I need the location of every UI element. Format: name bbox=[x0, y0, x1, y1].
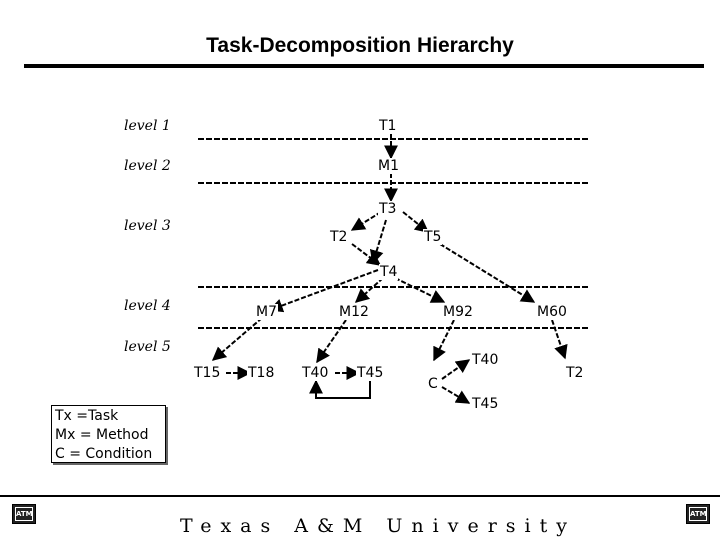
edge-t4-m7 bbox=[268, 269, 379, 313]
edge-m12-t40 bbox=[316, 319, 347, 364]
node-t2-level5: T2 bbox=[565, 365, 585, 381]
edge-t4-m92 bbox=[394, 277, 446, 303]
node-t40-left: T40 bbox=[301, 365, 330, 381]
level-3-label: level 3 bbox=[124, 218, 171, 234]
level-1-label: level 1 bbox=[124, 118, 171, 134]
edge-t4-m12 bbox=[354, 277, 384, 303]
node-t4: T4 bbox=[379, 264, 399, 280]
footer: ATM Texas A&M University ATM bbox=[0, 495, 720, 540]
edge-m60-t2 bbox=[551, 319, 568, 360]
legend-method: Mx = Method bbox=[55, 427, 149, 443]
edge-c-t40 bbox=[441, 359, 471, 380]
node-condition: C bbox=[427, 376, 439, 392]
edge-t3-t4 bbox=[369, 219, 387, 265]
university-name: Texas A&M University bbox=[180, 515, 576, 537]
node-t1: T1 bbox=[378, 118, 398, 134]
edge-c-t45 bbox=[441, 386, 471, 404]
node-m60: M60 bbox=[536, 304, 568, 320]
legend-condition: C = Condition bbox=[55, 446, 153, 462]
node-m7: M7 bbox=[255, 304, 278, 320]
node-t45-left: T45 bbox=[356, 365, 385, 381]
node-t18: T18 bbox=[247, 365, 276, 381]
page-title: Task-Decomposition Hierarchy bbox=[206, 34, 514, 57]
title-underline bbox=[24, 64, 704, 68]
footer-rule bbox=[0, 495, 720, 497]
node-t15: T15 bbox=[193, 365, 222, 381]
legend-task: Tx =Task bbox=[55, 408, 119, 424]
edge-t2-t4 bbox=[351, 243, 382, 266]
node-t2-level3: T2 bbox=[329, 229, 349, 245]
node-t45-right: T45 bbox=[471, 396, 500, 412]
edge-t45-loop-back bbox=[309, 379, 371, 399]
node-m1: M1 bbox=[377, 158, 400, 174]
edge-t3-t2 bbox=[350, 211, 382, 231]
node-t5: T5 bbox=[423, 229, 443, 245]
edge-m92-c bbox=[433, 319, 455, 362]
legend-box: Tx =Task Mx = Method C = Condition bbox=[51, 405, 166, 463]
node-m92: M92 bbox=[442, 304, 474, 320]
edge-t3-t5 bbox=[402, 211, 430, 233]
node-t40-right: T40 bbox=[471, 352, 500, 368]
node-t3: T3 bbox=[378, 201, 398, 217]
atm-logo-left-icon: ATM bbox=[12, 504, 36, 524]
node-m12: M12 bbox=[338, 304, 370, 320]
atm-logo-right-icon: ATM bbox=[686, 504, 710, 524]
level-5-label: level 5 bbox=[124, 339, 171, 355]
level-4-label: level 4 bbox=[124, 298, 171, 314]
edge-m7-t15 bbox=[211, 317, 263, 361]
edge-t5-m60 bbox=[439, 243, 536, 303]
level-2-label: level 2 bbox=[124, 158, 171, 174]
